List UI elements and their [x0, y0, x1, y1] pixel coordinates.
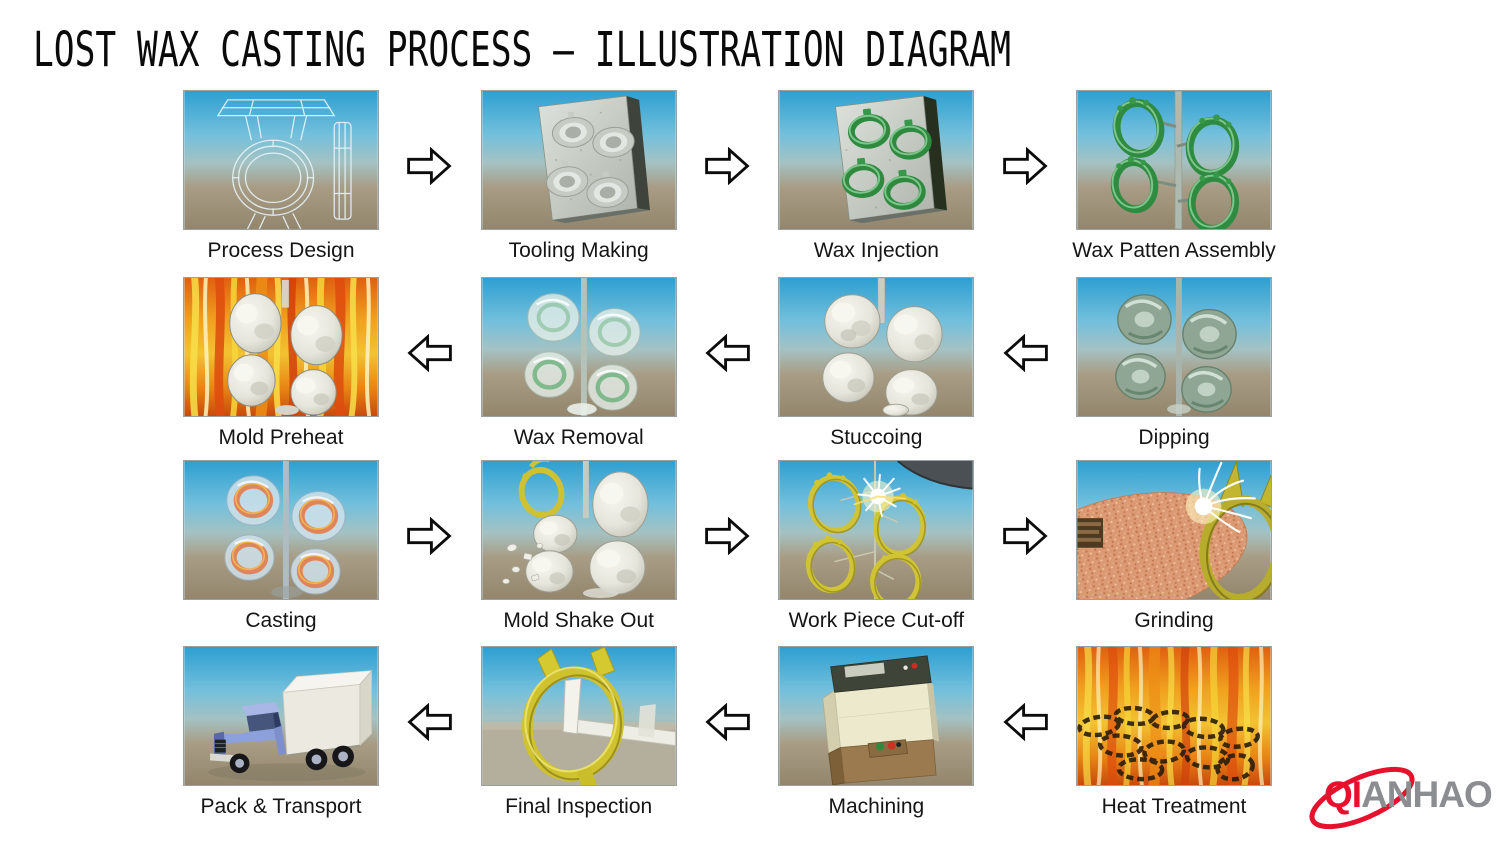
step-label: Casting [245, 609, 317, 632]
dipping-image [1076, 277, 1273, 417]
step-grinding: Grinding [1076, 460, 1273, 632]
step-label: Mold Shake Out [503, 609, 654, 632]
arrow-right-icon [705, 518, 749, 554]
step-process-design: Process Design [183, 90, 379, 262]
flow-arrow-gap [677, 646, 779, 818]
step-label: Work Piece Cut-off [788, 609, 965, 632]
step-label: Grinding [1134, 609, 1214, 632]
step-label: Wax Removal [513, 426, 644, 449]
mold-preheat-image [183, 277, 379, 417]
arrow-right-icon [1002, 518, 1047, 554]
casting-image [183, 460, 379, 600]
arrow-left-icon [408, 704, 453, 740]
wax-removal-image [480, 277, 677, 417]
step-mold-preheat: Mold Preheat [183, 277, 379, 449]
process-design-image [183, 90, 379, 230]
flow-arrow-gap [677, 460, 779, 632]
flow-arrow-gap [677, 277, 779, 449]
work-piece-cut-off-image [778, 460, 975, 600]
step-tooling-making: Tooling Making [480, 90, 677, 262]
arrow-left-icon [1003, 335, 1048, 371]
machining-image [778, 646, 975, 786]
process-row-2: Mold Preheat [183, 277, 1273, 449]
flow-arrow-gap [974, 90, 1076, 262]
step-work-piece-cut-off: Work Piece Cut-off [778, 460, 975, 632]
final-inspection-image [480, 646, 677, 786]
step-label: Tooling Making [508, 239, 649, 262]
step-wax-injection: Wax Injection [778, 90, 975, 262]
flow-arrow-gap [677, 90, 779, 262]
flow-arrow-gap [974, 460, 1076, 632]
qianhao-logo: QIANHAO [1309, 758, 1493, 838]
step-machining: Machining [778, 646, 975, 818]
step-pack-transport: Pack & Transport [183, 646, 379, 818]
step-mold-shake-out: Mold Shake Out [480, 460, 677, 632]
wax-injection-image [778, 90, 975, 230]
step-label: Machining [828, 795, 925, 818]
arrow-right-icon [407, 148, 452, 184]
wax-patten-assembly-image [1076, 90, 1273, 230]
step-label: Dipping [1138, 426, 1210, 449]
tooling-making-image [480, 90, 677, 230]
stuccoing-image [778, 277, 975, 417]
step-casting: Casting [183, 460, 379, 632]
arrow-right-icon [1002, 148, 1047, 184]
step-label: Wax Patten Assembly [1072, 239, 1276, 262]
arrow-left-icon [1003, 704, 1048, 740]
step-label: Process Design [207, 239, 355, 262]
step-label: Wax Injection [813, 239, 939, 262]
arrow-right-icon [705, 148, 749, 184]
logo-text-gray: ANHAO [1361, 774, 1493, 815]
flow-arrow-gap [379, 277, 481, 449]
step-label: Heat Treatment [1101, 795, 1247, 818]
arrow-right-icon [407, 518, 452, 554]
step-dipping: Dipping [1076, 277, 1273, 449]
flow-arrow-gap [974, 646, 1076, 818]
step-wax-patten-assembly: Wax Patten Assembly [1072, 90, 1276, 262]
step-heat-treatment: Heat Treatment [1076, 646, 1273, 818]
flow-arrow-gap [974, 277, 1076, 449]
pack-transport-image [183, 646, 379, 786]
step-label: Pack & Transport [200, 795, 362, 818]
process-row-3: Casting [183, 460, 1273, 632]
process-row-1: Process Design [183, 90, 1276, 262]
logo-text-red: QI [1324, 774, 1362, 815]
page-title: LOST WAX CASTING PROCESS – ILLUSTRATION … [33, 22, 1011, 78]
step-label: Stuccoing [830, 426, 923, 449]
arrow-left-icon [706, 335, 750, 371]
step-label: Final Inspection [505, 795, 653, 818]
step-label: Mold Preheat [218, 426, 344, 449]
step-final-inspection: Final Inspection [480, 646, 677, 818]
arrow-left-icon [408, 335, 453, 371]
flow-arrow-gap [379, 460, 481, 632]
step-wax-removal: Wax Removal [480, 277, 677, 449]
grinding-image [1076, 460, 1273, 600]
process-row-4: Pack & Transport [183, 646, 1273, 818]
logo-orbit-icon [1309, 766, 1415, 830]
logo-wordmark: QIANHAO [1324, 774, 1493, 816]
step-stuccoing: Stuccoing [778, 277, 975, 449]
flow-arrow-gap [379, 90, 481, 262]
flow-arrow-gap [379, 646, 481, 818]
heat-treatment-image [1076, 646, 1273, 786]
arrow-left-icon [706, 704, 750, 740]
mold-shake-out-image [480, 460, 677, 600]
